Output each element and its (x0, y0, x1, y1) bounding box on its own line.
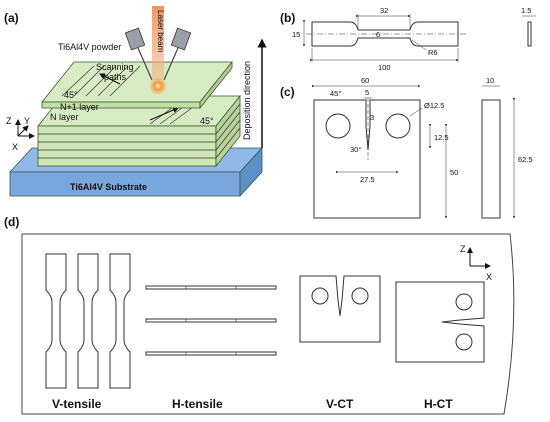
h-tensile-specimen (145, 285, 277, 290)
v-tensile-specimen (77, 253, 99, 389)
dim-10: 10 (486, 76, 494, 85)
substrate-label: Ti6Al4V Substrate (70, 182, 147, 192)
h-tensile-specimen (145, 318, 277, 323)
dim-30: 30° (350, 145, 361, 154)
h-ct-label: H-CT (424, 397, 453, 411)
axis-z-label-d: Z (460, 244, 466, 254)
laser-beam (152, 6, 164, 80)
panel-c-label: (c) (280, 85, 295, 99)
panel-d-label: (d) (4, 215, 19, 229)
v-ct-group: V-CT (299, 275, 381, 411)
v-ct-hole (351, 287, 369, 305)
dim-12-5: 12.5 (434, 133, 449, 142)
panel-d: (d) Z X V-tensile H-tensile (4, 215, 515, 415)
angle-top-label: 45° (64, 90, 78, 100)
axis-x-label-d: X (486, 272, 492, 282)
h-tensile-group: H-tensile (145, 285, 277, 411)
axis-z-label-a: Z (6, 116, 12, 126)
deposition-direction: Deposition direction (242, 38, 267, 148)
ct-hole-left (325, 113, 351, 139)
panel-a-label: (a) (4, 11, 19, 25)
h-tensile-specimen (145, 351, 277, 356)
v-tensile-group: V-tensile (45, 253, 131, 411)
panel-c: (c) 60 45° 5 3 Ø12.5 30° 12.5 27.5 50 10… (280, 76, 533, 219)
ct-hole-right (385, 113, 411, 139)
dim-3: 3 (370, 113, 374, 122)
dim-45-c: 45° (330, 89, 341, 98)
scan-arrow-n1 (99, 73, 121, 85)
axes-d: Z X (460, 244, 492, 282)
v-ct-label: V-CT (326, 397, 354, 411)
dim-6: 6 (376, 30, 380, 39)
scan-arrow-n (149, 107, 179, 121)
n1-layer: 45° N+1 layer Scanning paths (41, 60, 233, 112)
powder-label: Ti6Al4V powder (58, 42, 121, 52)
dim-62-5: 62.5 (518, 155, 533, 164)
paths-label: paths (104, 72, 127, 82)
tensile-drawing-side (527, 21, 532, 47)
dim-32: 32 (380, 6, 388, 15)
dim-60: 60 (361, 76, 369, 85)
build-plate (21, 233, 515, 415)
h-ct-hole (455, 293, 473, 311)
dim-r6: R6 (428, 48, 438, 57)
axes-a: Z Y X (6, 116, 35, 152)
powder-nozzle-right (170, 27, 192, 51)
dim-27-5: 27.5 (360, 175, 375, 184)
n1-layer-label: N+1 layer (60, 102, 99, 112)
panel-a: (a) Ti6Al4V Substrate N laye (4, 6, 267, 198)
panel-b-label: (b) (280, 11, 295, 25)
dim-d12-5: Ø12.5 (424, 101, 444, 110)
dim-15: 15 (292, 30, 300, 39)
dim-100: 100 (378, 63, 391, 72)
ct-drawing-side (481, 99, 501, 219)
v-tensile-label: V-tensile (52, 397, 102, 411)
h-tensile-label: H-tensile (172, 397, 223, 411)
panel-b: (b) 32 15 6 R6 100 1.5 (280, 6, 536, 72)
scanning-label: Scanning (96, 62, 134, 72)
v-ct-hole (311, 287, 329, 305)
h-ct-hole (455, 333, 473, 351)
laser-label: Laser beam (156, 10, 165, 53)
dim-1-5: 1.5 (521, 6, 531, 15)
axis-y-label-a: Y (24, 116, 30, 126)
angle-bottom-label: 45° (200, 116, 214, 126)
deposition-label: Deposition direction (242, 61, 252, 140)
v-tensile-specimen (45, 253, 67, 389)
dim-50: 50 (450, 168, 458, 177)
powder-nozzle-left (124, 27, 146, 51)
n-layer-label: N layer (50, 112, 79, 122)
dim-5: 5 (365, 88, 369, 97)
v-tensile-specimen (109, 253, 131, 389)
melt-pool-glow (149, 77, 167, 95)
h-ct-group: H-CT (395, 281, 485, 411)
axis-x-label-a: X (12, 142, 18, 152)
deposition-head: Laser beam Ti6Al4V powder (58, 6, 192, 95)
